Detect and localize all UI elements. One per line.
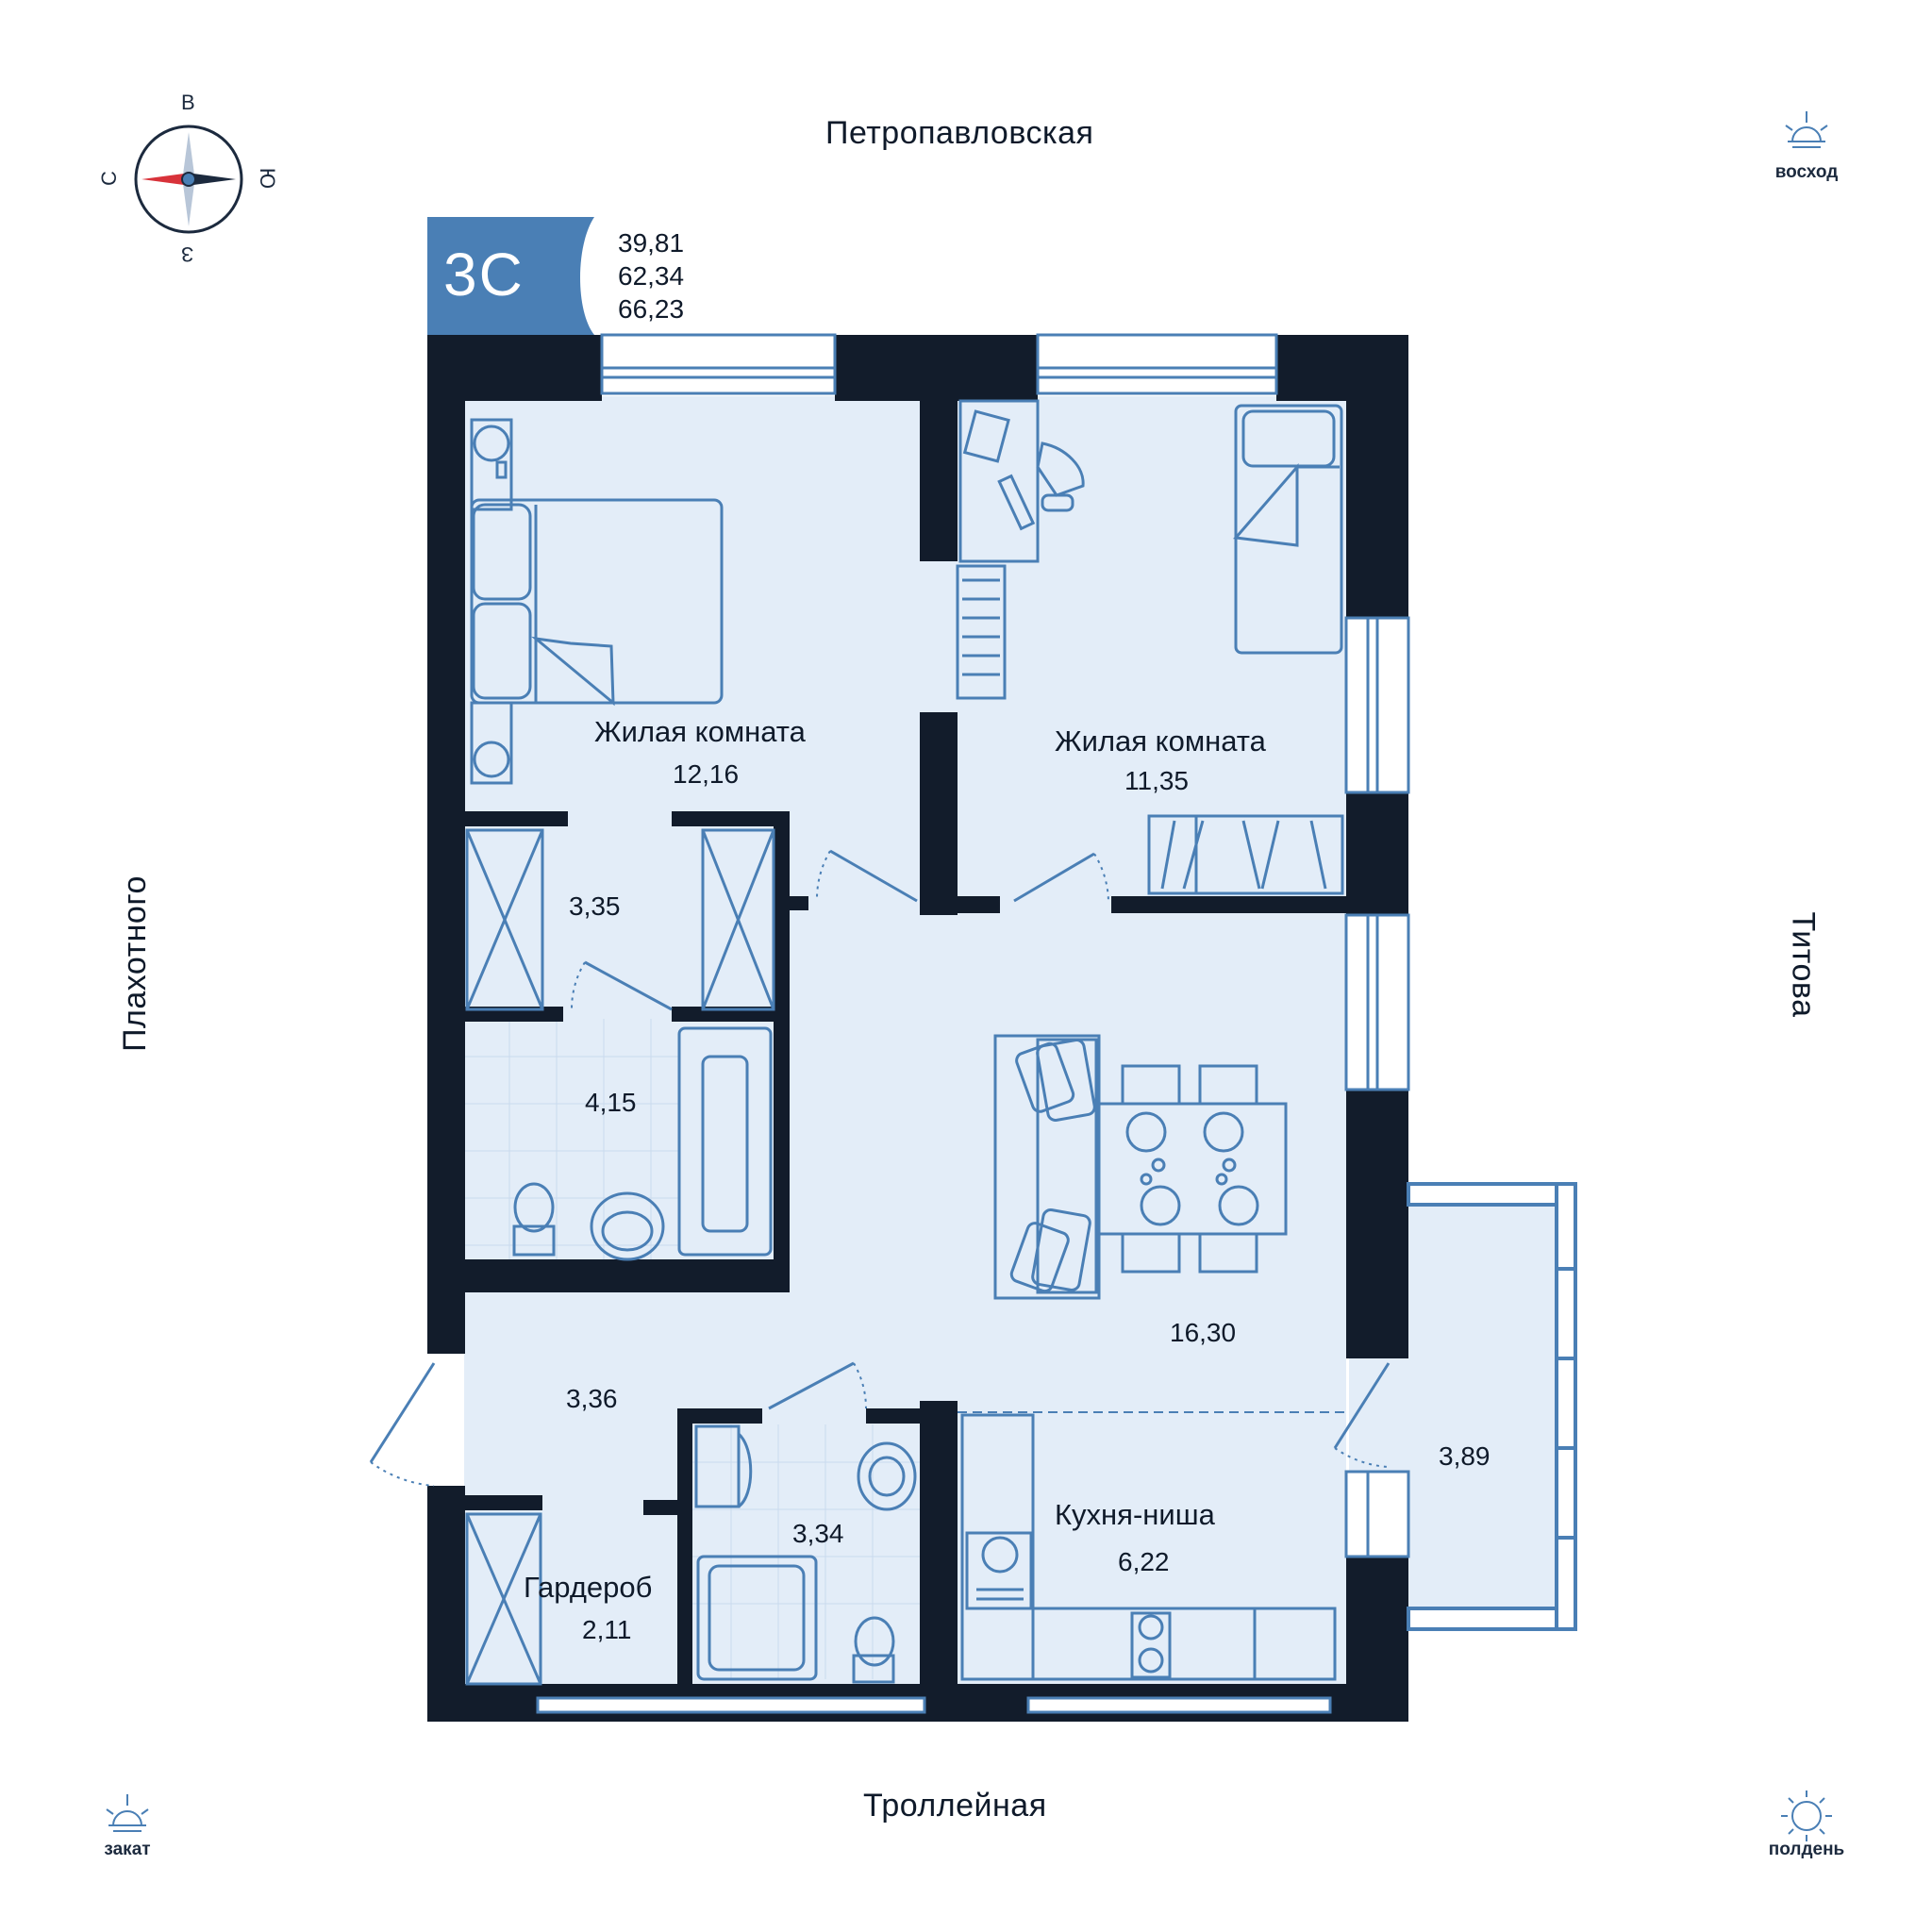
street-west: Плахотного bbox=[116, 875, 153, 1052]
compass-letter-left: С bbox=[96, 171, 121, 186]
area-total: 62,34 bbox=[618, 261, 685, 291]
sunset-label: закат bbox=[104, 1840, 151, 1859]
compass-letter-right: Ю bbox=[256, 167, 280, 190]
room-area-bedroom-2: 11,35 bbox=[1124, 766, 1189, 795]
room-area-bathroom-2: 3,34 bbox=[792, 1519, 844, 1548]
sunrise-label: восход bbox=[1774, 162, 1839, 182]
street-east: Титова bbox=[1785, 911, 1822, 1018]
street-south: Троллейная bbox=[863, 1788, 1047, 1824]
sunset-icon bbox=[106, 1794, 149, 1832]
compass-icon bbox=[134, 125, 243, 234]
windows bbox=[536, 333, 1410, 1714]
balcony bbox=[1407, 1182, 1577, 1631]
apartment-type: 3С bbox=[443, 241, 525, 308]
compass-letter-bottom: З bbox=[181, 242, 194, 266]
room-label-wardrobe: Гардероб bbox=[524, 1571, 653, 1604]
room-area-closet: 3,35 bbox=[569, 891, 621, 921]
street-north: Петропавловская bbox=[825, 115, 1094, 151]
room-label-bedroom-2: Жилая комната bbox=[1055, 724, 1266, 758]
compass-letter-top: В bbox=[181, 91, 195, 114]
area-living: 39,81 bbox=[618, 228, 685, 258]
room-area-hallway: 3,36 bbox=[566, 1384, 618, 1413]
area-total-with-balcony: 66,23 bbox=[618, 294, 685, 324]
room-area-bedroom-1: 12,16 bbox=[673, 759, 740, 789]
room-label-kitchen: Кухня-ниша bbox=[1055, 1498, 1215, 1531]
floor bbox=[464, 396, 1566, 1684]
noon-label: полдень bbox=[1768, 1840, 1845, 1859]
room-area-wardrobe: 2,11 bbox=[582, 1615, 632, 1644]
sunrise-icon bbox=[1785, 111, 1828, 148]
room-area-living-room: 16,30 bbox=[1170, 1318, 1237, 1347]
room-area-balcony: 3,89 bbox=[1439, 1441, 1491, 1471]
furniture bbox=[465, 399, 1344, 1686]
doors bbox=[369, 849, 1391, 1487]
room-area-bathroom-1: 4,15 bbox=[585, 1088, 637, 1117]
apartment-badge bbox=[427, 217, 594, 335]
room-area-kitchen: 6,22 bbox=[1118, 1547, 1170, 1576]
room-label-bedroom-1: Жилая комната bbox=[594, 715, 806, 748]
noon-icon bbox=[1781, 1790, 1832, 1841]
